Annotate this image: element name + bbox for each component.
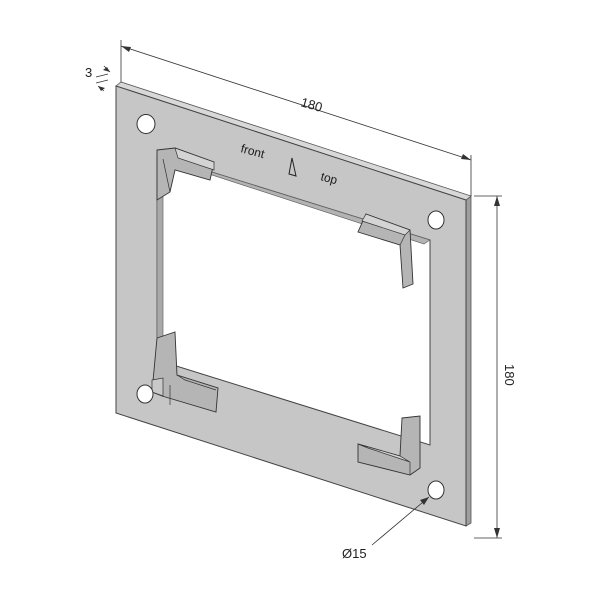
width-dimension: 180	[120, 40, 472, 196]
mounting-hole-bottom-right	[427, 480, 445, 500]
width-dimension-label: 180	[299, 94, 324, 114]
up-arrow-icon	[288, 157, 297, 177]
thickness-dimension: 3	[85, 65, 111, 92]
clip-top-right	[357, 213, 414, 289]
thickness-dimension-label: 3	[85, 65, 92, 80]
height-dimension-label: 180	[502, 364, 517, 386]
mounting-hole-top-left	[136, 114, 156, 134]
engraving-top: top	[319, 169, 339, 187]
hole-diameter-callout: Ø15	[342, 496, 430, 561]
plate-side-face	[465, 195, 472, 527]
hole-diameter-label: Ø15	[342, 546, 367, 561]
clip-bottom-left	[151, 331, 219, 413]
clip-top-left	[156, 147, 215, 201]
engraving-front: front	[239, 141, 266, 161]
mounting-hole-top-right	[427, 210, 445, 230]
height-dimension: 180	[474, 195, 517, 539]
mounting-hole-bottom-left	[136, 384, 154, 404]
clip-bottom-right	[357, 415, 421, 476]
